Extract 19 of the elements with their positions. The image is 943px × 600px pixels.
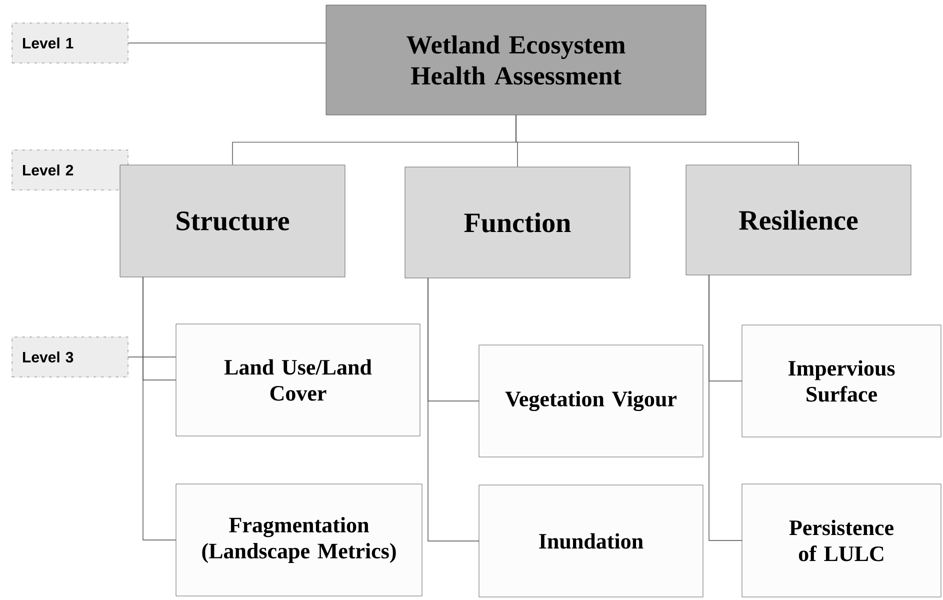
category-box: Structure bbox=[120, 164, 346, 278]
connector-line bbox=[516, 114, 799, 166]
indicator-box: Persistence of LULC bbox=[742, 484, 942, 598]
indicator-box: Fragmentation (Landscape Metrics) bbox=[176, 484, 422, 596]
connector-line bbox=[128, 356, 176, 358]
connector-line bbox=[142, 276, 176, 540]
indicator-box: Inundation bbox=[478, 484, 704, 598]
indicator-box: Impervious Surface bbox=[742, 324, 942, 438]
category-box: Function bbox=[404, 166, 630, 278]
connector-line bbox=[708, 274, 742, 541]
level-tag: Level 2 bbox=[12, 150, 128, 190]
level-tag: Level 3 bbox=[12, 336, 128, 378]
indicator-box: Land Use/Land Cover bbox=[176, 324, 420, 436]
root-box: Wetland Ecosystem Health Assessment bbox=[326, 4, 706, 116]
connector-line bbox=[428, 278, 480, 542]
category-box: Resilience bbox=[686, 164, 912, 276]
indicator-box: Vegetation Vigour bbox=[478, 344, 704, 458]
connector-line bbox=[128, 42, 326, 44]
level-tag: Level 1 bbox=[12, 22, 128, 64]
